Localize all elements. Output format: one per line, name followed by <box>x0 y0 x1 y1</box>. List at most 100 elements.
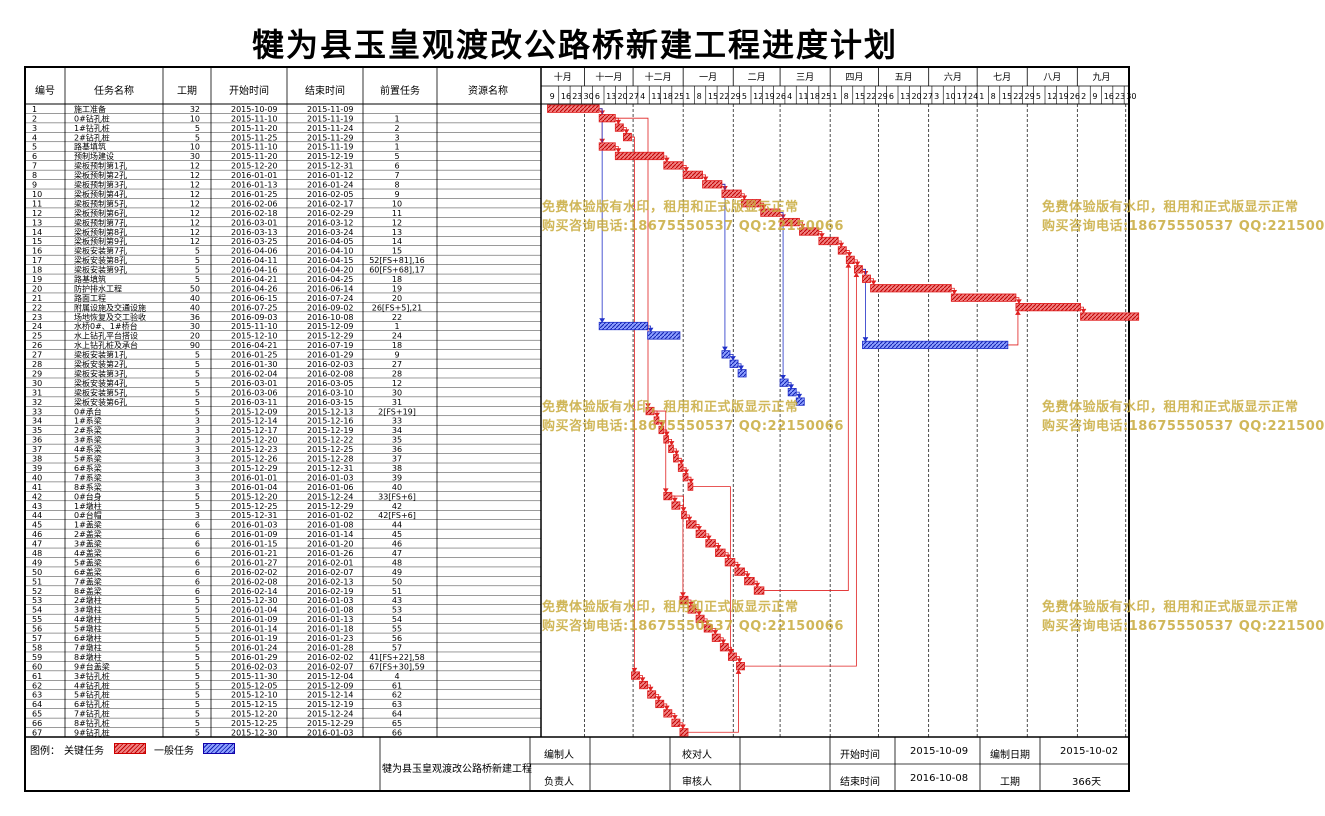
task-predecessor: 4 <box>394 672 399 681</box>
task-predecessor: 9 <box>394 351 399 360</box>
task-predecessor: 63 <box>392 700 402 709</box>
gantt-bar <box>853 265 863 274</box>
task-predecessor: 57 <box>392 643 402 652</box>
day-tick-label: 20 <box>911 92 921 101</box>
task-duration: 5 <box>195 379 200 388</box>
task-end: 2016-02-03 <box>307 360 354 369</box>
task-duration: 5 <box>195 492 200 501</box>
task-id: 30 <box>32 379 42 388</box>
task-predecessor: 52[FS+81],16 <box>369 256 425 265</box>
task-name: 9#钻孔桩 <box>74 728 110 738</box>
task-duration: 5 <box>195 133 200 142</box>
watermark: 免费体验版有水印，租用和正式版显示正常购买咨询电话:18675550537 QQ… <box>1042 600 1325 634</box>
dependency-arrow <box>730 355 736 361</box>
dependency-arrow <box>663 488 669 493</box>
task-duration: 5 <box>195 596 200 605</box>
task-id: 63 <box>32 691 42 700</box>
task-predecessor: 18 <box>392 341 402 350</box>
task-start: 2015-12-15 <box>231 700 278 709</box>
footer-end-value: 2016-10-08 <box>910 773 969 784</box>
day-tick-label: 30 <box>584 92 594 101</box>
task-start: 2016-01-29 <box>231 653 278 662</box>
task-duration: 12 <box>190 190 200 199</box>
task-start: 2016-01-03 <box>231 521 278 530</box>
task-start: 2015-12-10 <box>231 691 278 700</box>
dependency-link <box>688 669 739 733</box>
task-name: 梁板预制第1孔 <box>74 161 127 171</box>
task-end: 2016-01-13 <box>307 615 354 624</box>
task-duration: 6 <box>195 558 200 567</box>
task-start: 2016-03-06 <box>231 388 278 397</box>
task-id: 57 <box>32 634 42 643</box>
task-id: 20 <box>32 284 42 293</box>
gantt-bar <box>682 473 689 482</box>
task-end: 2016-06-14 <box>307 284 354 293</box>
gantt-bar <box>862 274 871 283</box>
task-id: 38 <box>32 455 42 464</box>
task-name: 梁板安装第5孔 <box>74 387 127 397</box>
task-id: 65 <box>32 710 42 719</box>
task-end: 2016-01-14 <box>307 530 354 539</box>
day-tick-label: 13 <box>606 92 616 101</box>
month-label: 二月 <box>748 72 766 83</box>
task-predecessor: 39 <box>392 473 402 482</box>
task-id: 22 <box>32 303 42 312</box>
task-id: 7 <box>32 162 37 171</box>
task-duration: 12 <box>190 228 200 237</box>
dependency-link <box>679 505 684 597</box>
task-end: 2016-03-24 <box>307 228 354 237</box>
task-name: 施工准备 <box>74 104 106 114</box>
task-name: 5#系梁 <box>74 454 102 464</box>
task-start: 2016-03-11 <box>231 398 278 407</box>
task-duration: 3 <box>195 445 200 454</box>
dependency-arrow <box>1016 299 1022 304</box>
day-tick-label: 29 <box>731 92 741 101</box>
gantt-bar <box>645 406 655 416</box>
task-start: 2016-04-21 <box>231 275 278 284</box>
day-tick-label: 23 <box>572 92 582 101</box>
task-end: 2016-03-10 <box>307 388 354 397</box>
task-end: 2015-12-09 <box>307 681 354 690</box>
task-name: 防护排水工程 <box>74 283 122 293</box>
task-name: 梁板安装第1孔 <box>74 350 127 360</box>
task-predecessor: 55 <box>392 625 402 634</box>
task-end: 2016-01-03 <box>307 729 354 738</box>
task-end: 2016-03-12 <box>307 218 354 227</box>
dependency-arrow <box>678 459 685 465</box>
task-name: 梁板安装第6孔 <box>74 397 127 407</box>
col-header-start: 开始时间 <box>229 86 269 97</box>
dependency-arrow <box>639 677 646 682</box>
dependency-arrow <box>706 535 712 541</box>
dependency-arrow <box>623 129 630 134</box>
task-id: 49 <box>32 558 42 567</box>
gantt-bar <box>787 388 797 397</box>
task-end: 2016-02-02 <box>307 653 354 662</box>
task-end: 2016-01-06 <box>307 483 354 492</box>
gantt-bar <box>711 633 721 642</box>
task-name: 6#钻孔桩 <box>74 699 110 709</box>
task-duration: 12 <box>190 181 200 190</box>
task-id: 5 <box>32 143 37 152</box>
task-start: 2015-11-25 <box>231 133 278 142</box>
task-start: 2016-01-21 <box>231 549 278 558</box>
task-id: 43 <box>32 502 42 511</box>
task-end: 2016-01-08 <box>307 606 354 615</box>
gantt-bar <box>715 548 726 557</box>
task-start: 2015-12-05 <box>231 681 278 690</box>
task-id: 46 <box>32 530 42 539</box>
task-start: 2016-04-26 <box>231 284 278 293</box>
task-id: 39 <box>32 464 42 473</box>
task-duration: 3 <box>195 473 200 482</box>
task-end: 2016-01-18 <box>307 625 354 634</box>
task-start: 2015-12-20 <box>231 436 278 445</box>
task-id: 53 <box>32 596 42 605</box>
day-tick-label: 5 <box>1036 92 1041 101</box>
footer-date-label: 编制日期 <box>990 750 1030 761</box>
dependency-arrow <box>720 639 727 645</box>
task-end: 2016-02-17 <box>307 199 354 208</box>
month-label: 四月 <box>845 72 863 83</box>
task-end: 2015-12-19 <box>307 426 354 435</box>
task-id: 62 <box>32 681 42 690</box>
task-id: 52 <box>32 587 42 596</box>
